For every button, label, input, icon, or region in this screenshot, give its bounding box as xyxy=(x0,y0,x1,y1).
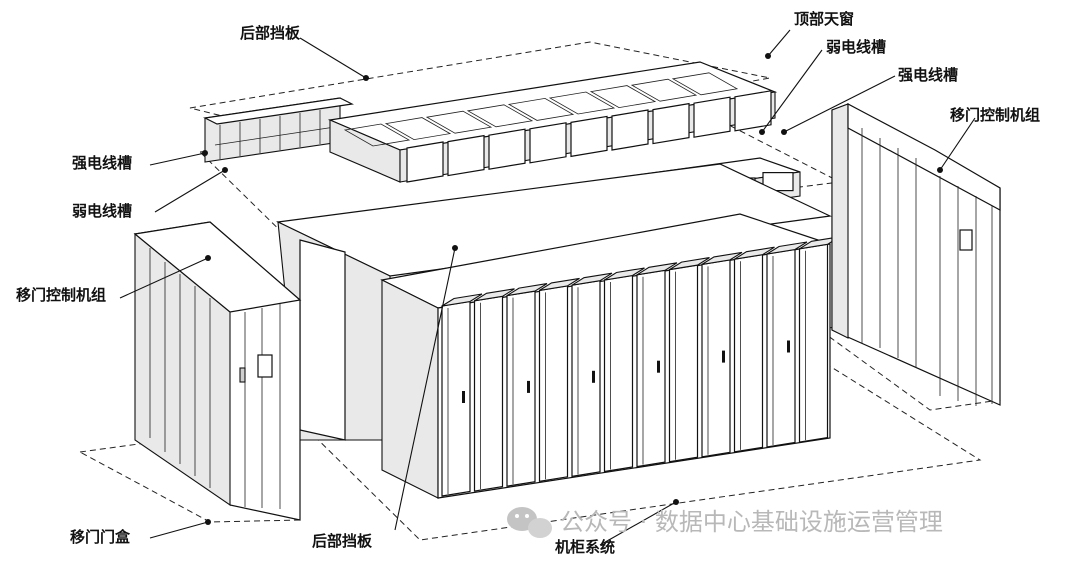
front-cabinet-row xyxy=(380,213,840,499)
label-sliding-door-ctrl-left: 移门控制机组 xyxy=(16,286,106,304)
cabinet-top xyxy=(701,251,743,265)
cabinet-top xyxy=(669,257,710,271)
skylight-pane xyxy=(548,91,616,115)
door-handle xyxy=(527,380,530,393)
label-strong-trunking-left: 强电线槽 xyxy=(72,154,132,172)
cabinet-door xyxy=(766,248,796,448)
skylight-panel xyxy=(529,122,567,164)
wechat-icon xyxy=(507,507,552,538)
skylight-panel xyxy=(734,90,772,132)
trunking-segment xyxy=(762,172,794,192)
watermark-text: 公众号 · 数据中心基础设施运营管理 xyxy=(560,508,943,536)
cabinet-top xyxy=(636,262,678,276)
cabinet-top xyxy=(474,288,515,302)
cabinet-door xyxy=(636,269,666,468)
cabinet-door xyxy=(603,274,634,473)
label-rear-panel-top: 后部挡板 xyxy=(240,24,301,42)
skylight-panel xyxy=(693,96,731,138)
skylight-panel xyxy=(611,109,649,151)
cabinet-door xyxy=(441,300,471,497)
label-weak-trunking-right: 弱电线槽 xyxy=(826,38,886,56)
rear-cabinet-row xyxy=(275,163,833,441)
labels: 后部挡板 顶部天窗 弱电线槽 强电线槽 移门控制机组 强电线槽 弱电线槽 移门控… xyxy=(16,10,1040,556)
cabinet-top xyxy=(734,246,775,260)
cabinet-top xyxy=(441,293,483,307)
leader-lines xyxy=(119,29,976,546)
skylight-pane xyxy=(671,72,739,96)
label-sliding-door-box: 移门门盒 xyxy=(70,528,131,546)
label-rear-panel-bottom: 后部挡板 xyxy=(312,532,373,550)
right-sliding-door xyxy=(831,103,1001,406)
skylight-pane xyxy=(630,78,698,102)
label-weak-trunking-left: 弱电线槽 xyxy=(72,202,132,220)
door-handle xyxy=(657,360,660,373)
left-sliding-door xyxy=(133,221,302,521)
rear-panel-top xyxy=(203,97,354,163)
door-handle xyxy=(787,340,790,353)
cabinet-door xyxy=(506,290,536,487)
door-handle xyxy=(462,391,465,403)
cabinet-top xyxy=(539,277,580,291)
cabinet-top xyxy=(571,272,613,286)
door-control-panel-right xyxy=(959,229,973,251)
cabinet-door xyxy=(798,243,829,443)
cabinet-top xyxy=(766,241,808,255)
skylight-panel xyxy=(406,141,444,183)
cabinet-door xyxy=(668,264,699,463)
cabinet-door xyxy=(701,259,731,458)
door-handle xyxy=(592,370,595,383)
cabinet-top xyxy=(506,283,548,297)
skylight-panel xyxy=(447,134,485,177)
label-cabinet-system: 机柜系统 xyxy=(555,538,615,556)
skylight-pane xyxy=(343,123,411,147)
door-control-panel xyxy=(257,354,273,378)
cabinet-door xyxy=(733,253,764,453)
skylight-pane xyxy=(425,110,493,134)
top-skylight xyxy=(327,61,778,183)
door-handle xyxy=(722,350,725,363)
cabinet-door xyxy=(473,295,504,492)
label-sliding-door-ctrl-right: 移门控制机组 xyxy=(950,106,1040,124)
skylight-panel xyxy=(488,128,526,170)
watermark: 公众号 · 数据中心基础设施运营管理 xyxy=(507,507,943,538)
skylight-pane xyxy=(466,104,534,128)
skylight-pane xyxy=(589,85,657,109)
skylight-pane xyxy=(507,97,575,121)
skylight-panel xyxy=(652,102,690,145)
skylight-pane xyxy=(384,117,452,141)
label-strong-trunking-right: 强电线槽 xyxy=(898,66,958,84)
label-top-skylight: 顶部天窗 xyxy=(794,10,854,28)
skylight-panel xyxy=(570,115,608,158)
cabinet-top xyxy=(604,267,645,281)
cabinet-door xyxy=(538,285,569,483)
cabinet-door xyxy=(571,279,601,478)
